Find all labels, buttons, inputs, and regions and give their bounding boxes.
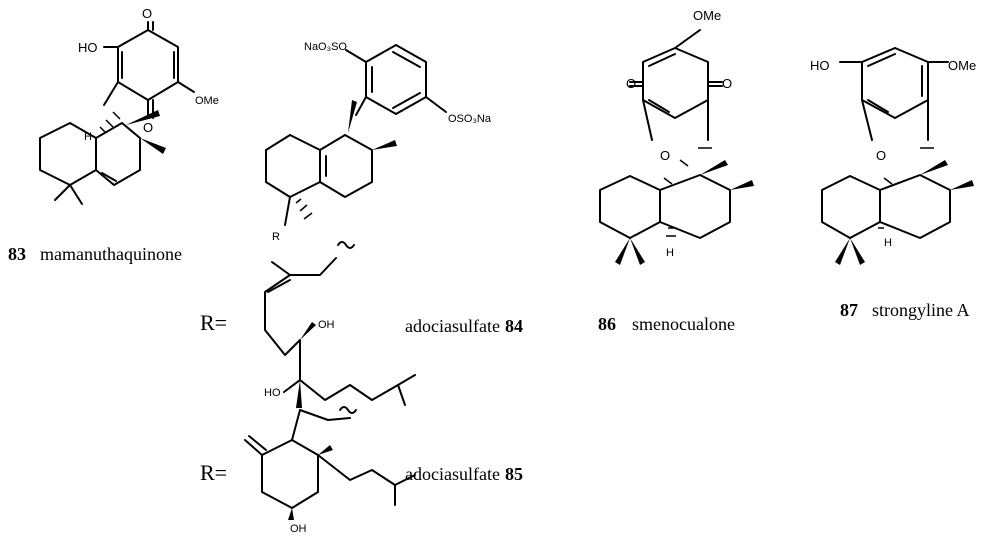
atom-ho-84: HO xyxy=(264,387,281,399)
atom-o-87: O xyxy=(876,148,886,163)
compound-number-84: 84 xyxy=(505,316,523,336)
structure-87: O HO OMe H 87 strongyline A xyxy=(810,47,976,320)
compound-name-83: mamanuthaquinone xyxy=(40,244,182,264)
structure-84: NaO₃SO OSO₃Na R xyxy=(265,41,492,249)
atom-h-86: H xyxy=(666,247,674,259)
atom-o-83b: O xyxy=(143,120,153,135)
compound-number-85: 85 xyxy=(505,464,523,484)
atom-ho-87: HO xyxy=(810,58,830,73)
compound-name-86: smenocualone xyxy=(632,314,735,334)
atom-ome-86: OMe xyxy=(693,8,721,23)
r-group-label-84: R= xyxy=(200,310,227,335)
atom-o-86a: O xyxy=(626,76,636,91)
side-chain-84: OH HO R= adociasulfate 84 xyxy=(200,257,523,408)
compound-name-85: adociasulfate xyxy=(405,464,500,484)
atom-ome-83: OMe xyxy=(195,95,219,107)
atom-o-83a: O xyxy=(142,6,152,21)
compound-name-84: adociasulfate xyxy=(405,316,500,336)
compound-number-86: 86 xyxy=(598,314,616,334)
compound-number-83: 83 xyxy=(8,244,26,264)
r-group-label-85: R= xyxy=(200,460,227,485)
atom-oh-84: OH xyxy=(318,319,335,331)
atom-o-86b: O xyxy=(722,76,732,91)
structure-85: OH R= adociasulfate 85 xyxy=(200,406,523,535)
atom-oh-85: OH xyxy=(290,523,307,535)
atom-o-86: O xyxy=(660,148,670,163)
atom-ome-87: OMe xyxy=(948,58,976,73)
atom-sulfate-84a: NaO₃SO xyxy=(304,41,347,53)
atom-h-83: H xyxy=(84,131,92,143)
atom-ho-83: HO xyxy=(78,40,98,55)
compound-name-87: strongyline A xyxy=(872,300,970,320)
structure-83: O O HO OMe H 83 mamanuthaquinone xyxy=(8,6,219,264)
atom-r-84: R xyxy=(272,231,280,243)
structure-86: O O O OMe H 86 smenocualone xyxy=(598,8,754,334)
compound-number-87: 87 xyxy=(840,300,858,320)
atom-h-87: H xyxy=(884,237,892,249)
atom-sulfate-84b: OSO₃Na xyxy=(448,113,492,125)
